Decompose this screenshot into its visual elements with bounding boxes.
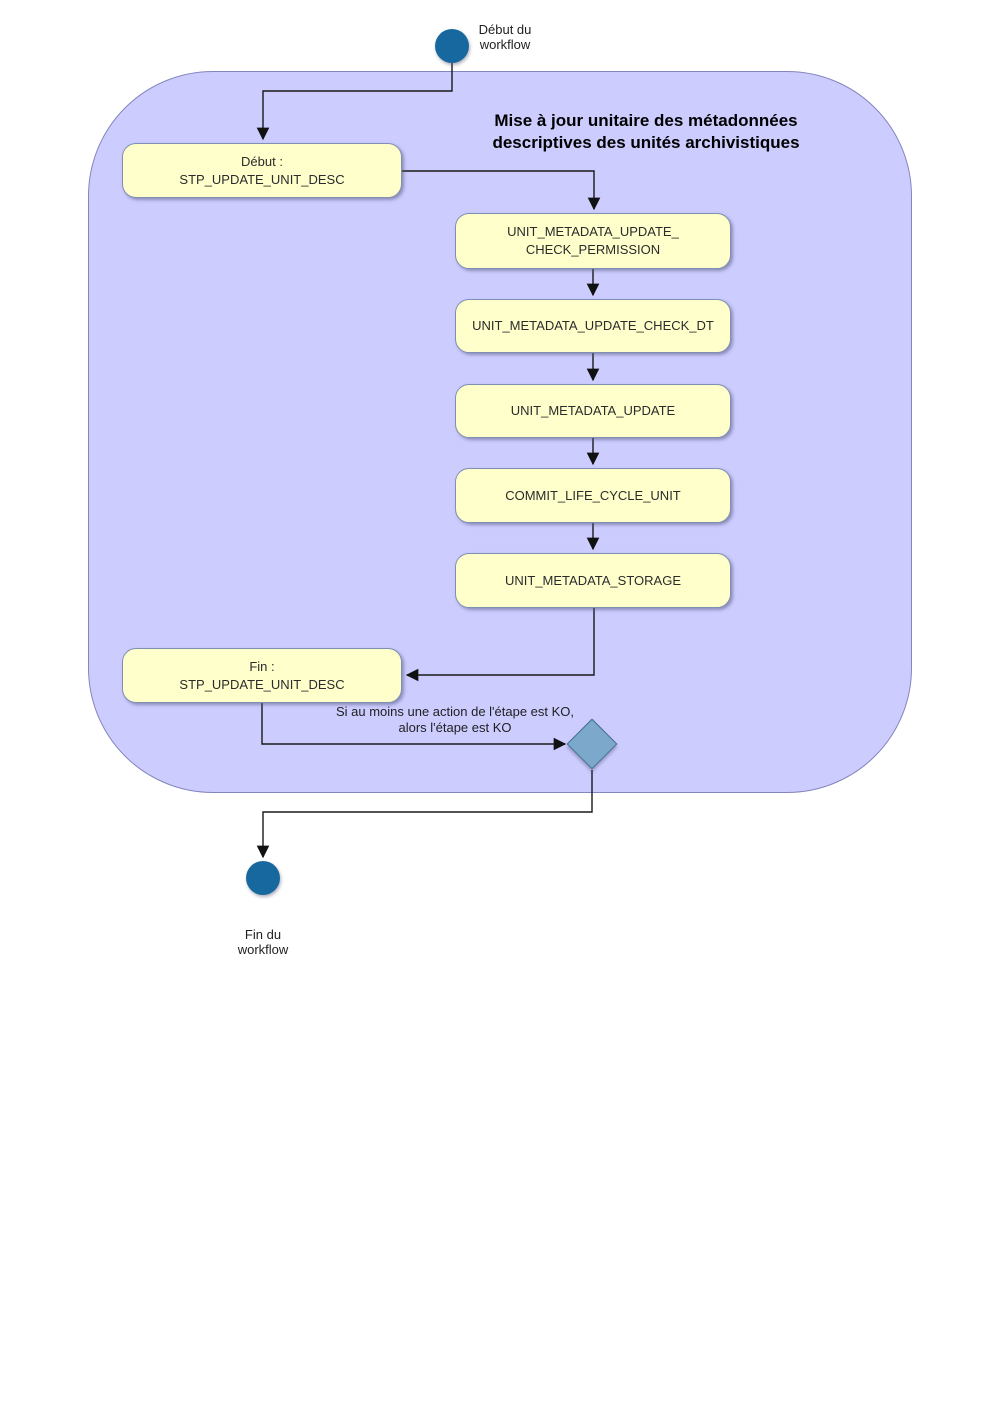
end-node-icon: [246, 861, 280, 895]
end-node-label: Fin du workflow: [237, 927, 289, 957]
diagram-title: Mise à jour unitaire des métadonnées des…: [492, 111, 800, 152]
decision-condition-label: Si au moins une action de l'étape est KO…: [335, 704, 575, 735]
step-end-box: Fin : STP_UPDATE_UNIT_DESC: [122, 648, 402, 703]
step-commit-life-cycle-unit: COMMIT_LIFE_CYCLE_UNIT: [455, 468, 731, 523]
start-node-label: Début du workflow: [478, 22, 532, 52]
step-unit-metadata-update-check-permission: UNIT_METADATA_UPDATE_ CHECK_PERMISSION: [455, 213, 731, 269]
step-unit-metadata-update: UNIT_METADATA_UPDATE: [455, 384, 731, 438]
step-begin-box: Début : STP_UPDATE_UNIT_DESC: [122, 143, 402, 198]
step-unit-metadata-update-check-dt: UNIT_METADATA_UPDATE_CHECK_DT: [455, 299, 731, 353]
step-unit-metadata-storage: UNIT_METADATA_STORAGE: [455, 553, 731, 608]
start-node-icon: [435, 29, 469, 63]
